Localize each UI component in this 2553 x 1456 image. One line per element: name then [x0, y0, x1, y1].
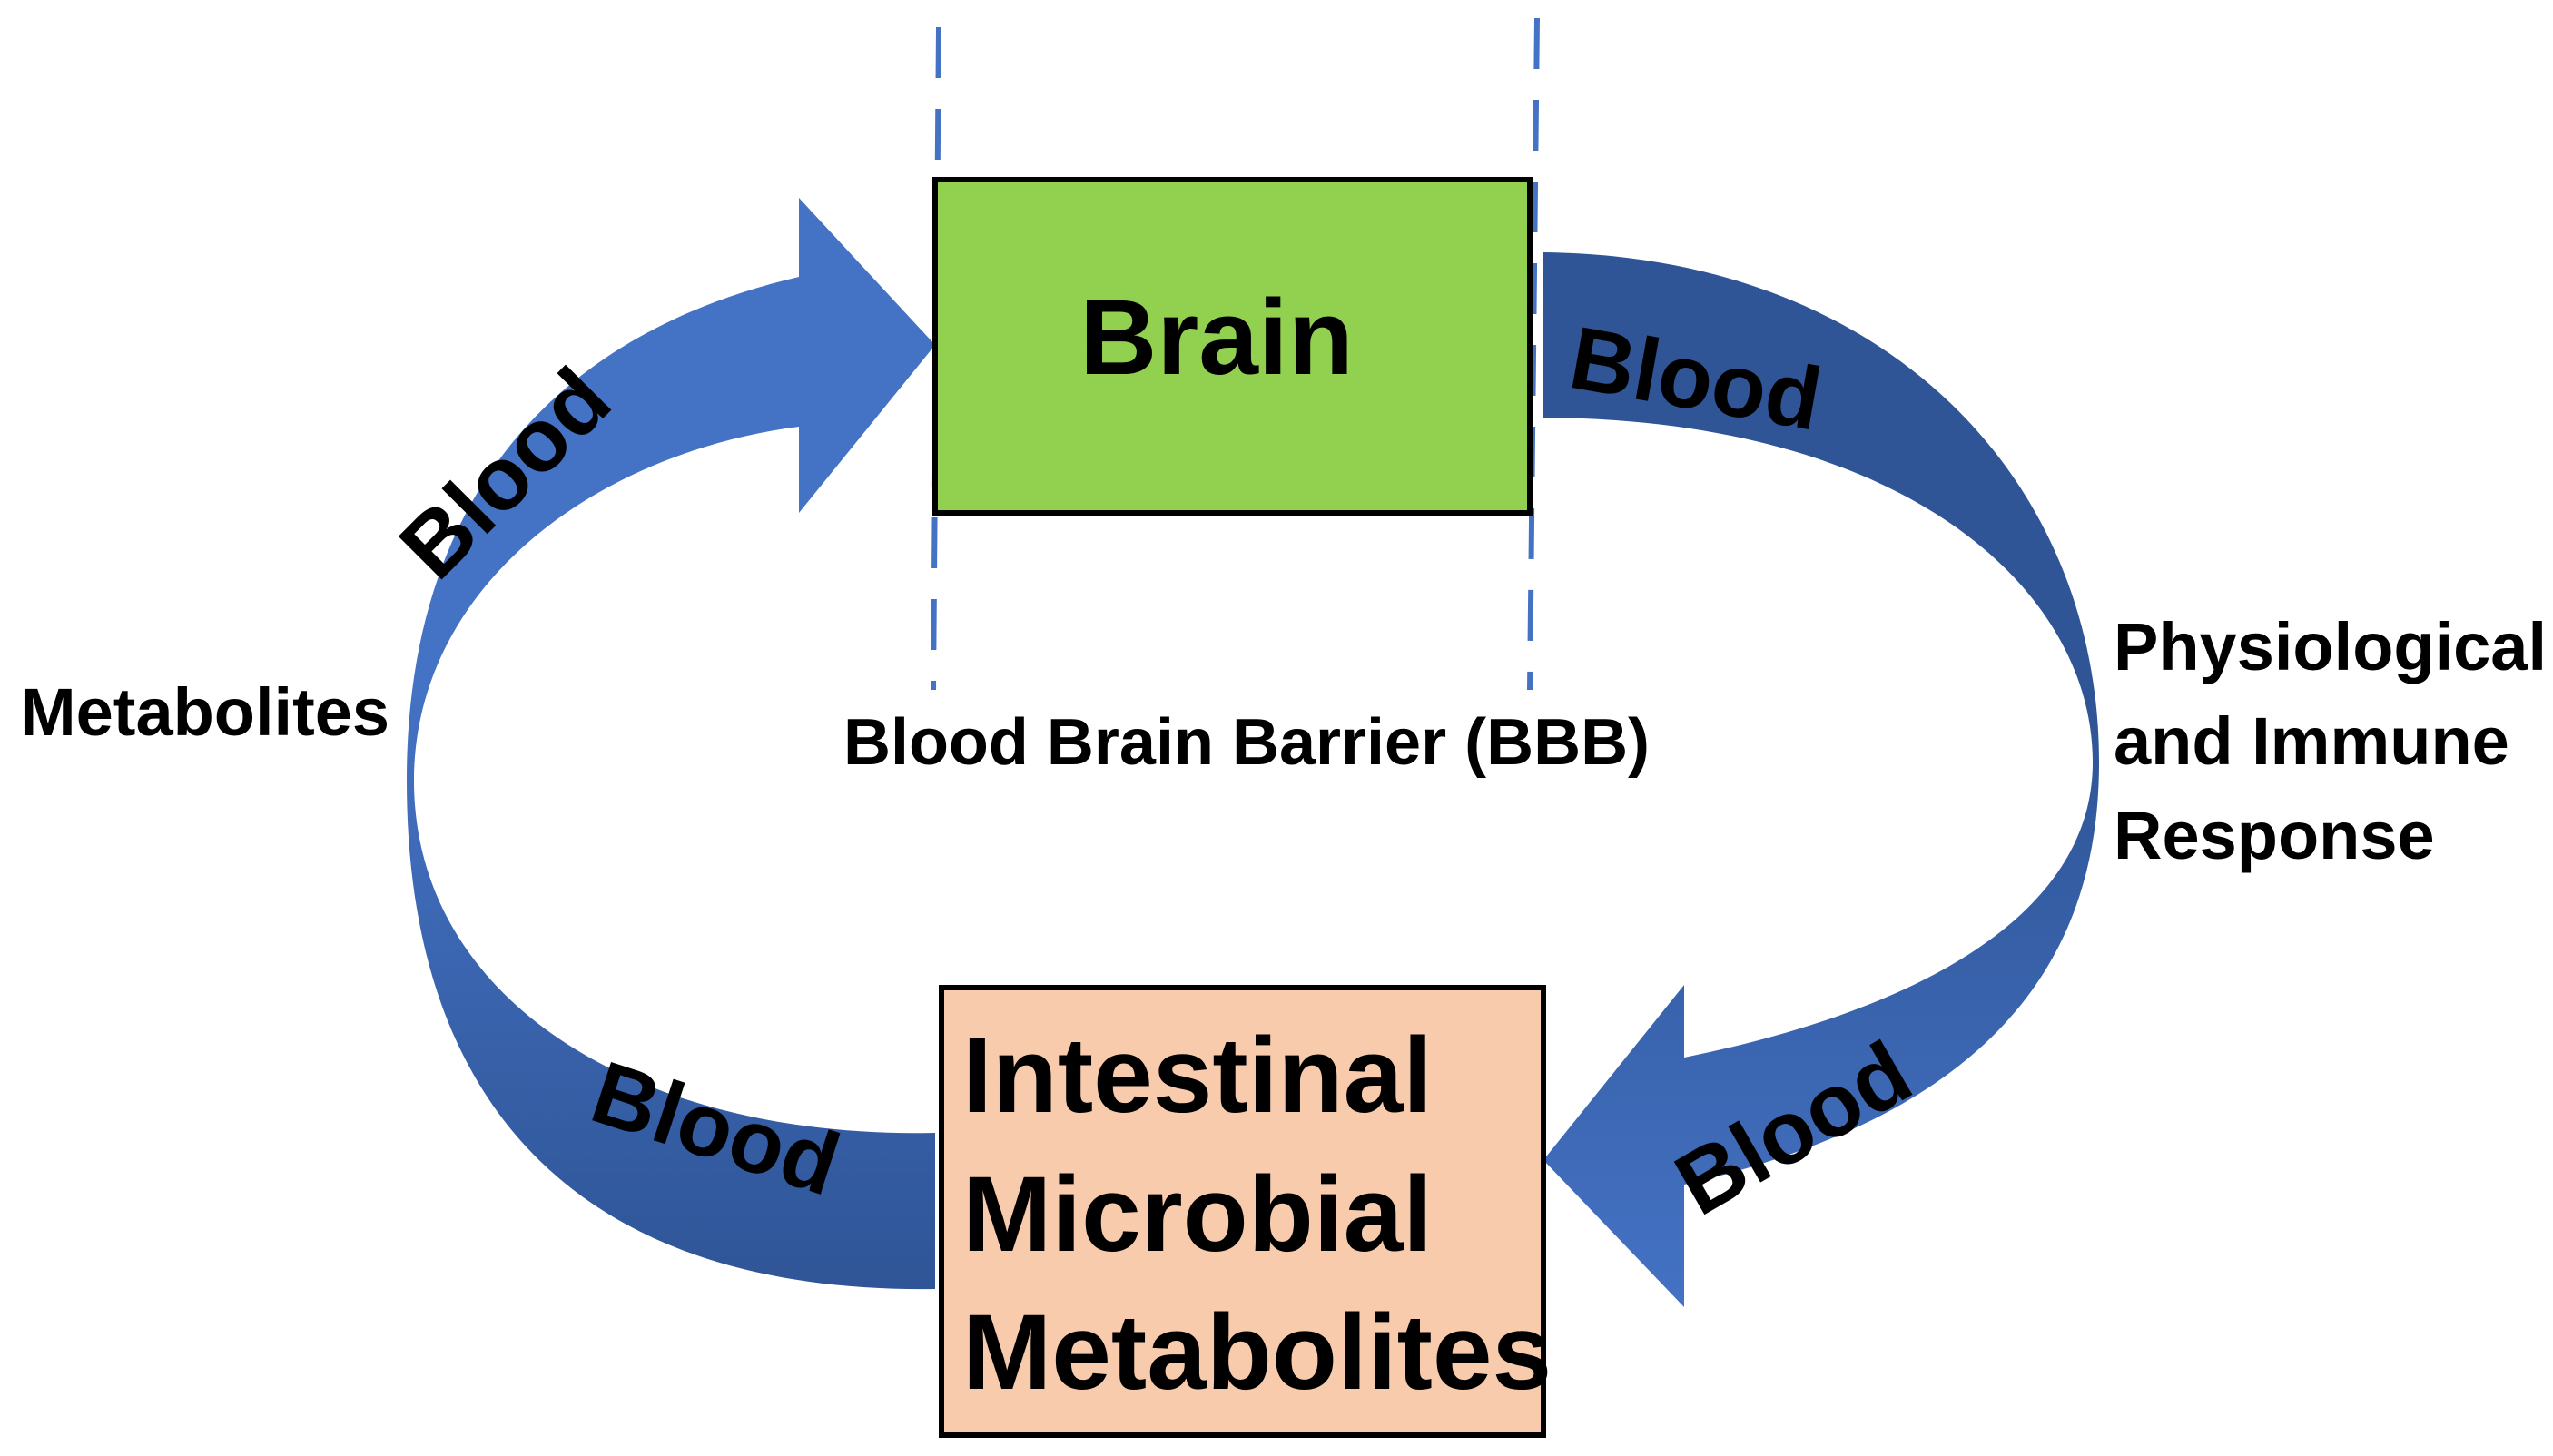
gut-label-line-1: Intestinal [962, 1016, 1433, 1136]
metabolites-label: Metabolites [20, 674, 389, 750]
response-label-line-1: Physiological [2114, 609, 2547, 684]
gut-label-line-2: Microbial [962, 1155, 1433, 1274]
bbb-label: Blood Brain Barrier (BBB) [843, 706, 1650, 779]
bbb-dashed-line-right [1527, 17, 1540, 691]
brain-label: Brain [1079, 278, 1354, 398]
gut-label-line-3: Metabolites [962, 1293, 1552, 1412]
response-label-line-3: Response [2114, 798, 2435, 873]
response-label-line-2: and Immune [2114, 703, 2509, 779]
intestinal-microbial-metabolites-box [939, 985, 1546, 1438]
brain-box [932, 177, 1533, 516]
blood-arrow-gut-to-brain [407, 198, 935, 1290]
blood-arrow-brain-to-gut [1543, 252, 2099, 1307]
